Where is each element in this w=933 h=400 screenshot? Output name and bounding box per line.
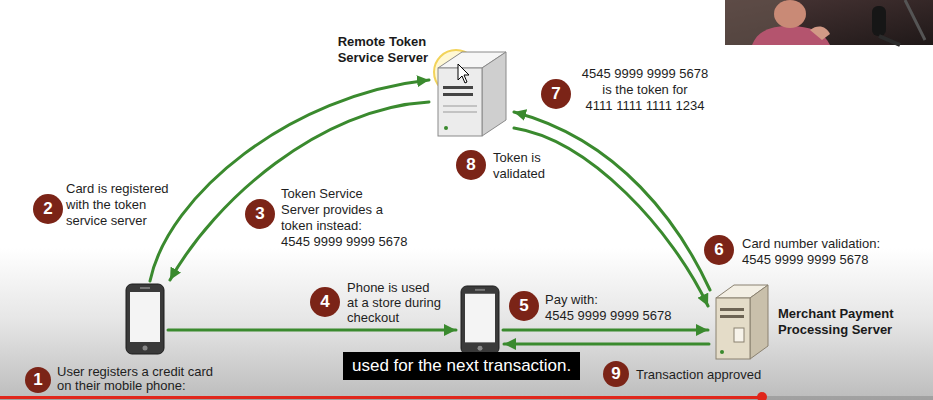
webcam-frame xyxy=(725,0,933,45)
callout-number: 7 xyxy=(541,79,571,109)
callout-number: 4 xyxy=(310,287,340,317)
mobile-phone xyxy=(125,283,165,355)
callout-number: 1 xyxy=(25,367,51,393)
flow-arrow xyxy=(514,112,710,290)
step-text: Pay with: 4545 9999 9999 5678 xyxy=(545,292,672,324)
webcam-stand xyxy=(905,0,925,40)
step-text: Card is registered with the token servic… xyxy=(66,181,169,229)
step-text: User registers a credit card on their mo… xyxy=(57,365,213,393)
callout-number: 2 xyxy=(33,194,63,224)
webcam-hand xyxy=(810,27,830,40)
step-text: 4545 9999 9999 5678 is the token for 411… xyxy=(578,66,712,114)
flow-arrow xyxy=(514,128,708,306)
token-server: Remote Token Service Server xyxy=(432,46,510,138)
phone-icon xyxy=(460,285,500,355)
node-heading: Remote Token Service Server xyxy=(338,34,428,66)
progress-knob xyxy=(757,392,767,400)
progress-bar xyxy=(0,392,933,400)
node-heading: Merchant Payment Processing Server xyxy=(778,306,894,338)
step-text: Token Service Server provides a token in… xyxy=(281,186,408,250)
callout-number: 8 xyxy=(456,150,486,180)
merchant-server: Merchant Payment Processing Server xyxy=(712,280,772,360)
webcam-overlay xyxy=(725,0,933,45)
flow-arrow xyxy=(170,102,429,280)
webcam-mic-arm xyxy=(879,36,900,45)
server-icon xyxy=(432,46,510,138)
video-subtitle: used for the next transaction. xyxy=(343,352,580,380)
webcam-microphone xyxy=(872,6,886,36)
callout-number: 6 xyxy=(704,235,734,265)
progress-played xyxy=(0,396,762,399)
phone-icon xyxy=(125,283,165,355)
step-text: Card number validation: 4545 9999 9999 5… xyxy=(742,236,880,268)
step-text: Phone is used at a store during checkout xyxy=(347,280,441,325)
flow-arrow xyxy=(504,343,709,346)
callout-number: 5 xyxy=(509,291,539,321)
flow-arrow xyxy=(168,329,456,332)
flow-arrow xyxy=(150,80,429,281)
webcam-shirt xyxy=(752,26,830,45)
mobile-phone xyxy=(460,285,500,355)
step-text: Token is validated xyxy=(493,150,545,182)
progress-track xyxy=(0,396,933,400)
callout-number: 3 xyxy=(245,199,275,229)
callout-number: 9 xyxy=(603,361,629,387)
merchant-server-icon xyxy=(712,280,772,360)
step-text: Transaction approved xyxy=(636,367,761,383)
webcam-face xyxy=(774,0,806,28)
flow-arrow xyxy=(503,329,708,332)
